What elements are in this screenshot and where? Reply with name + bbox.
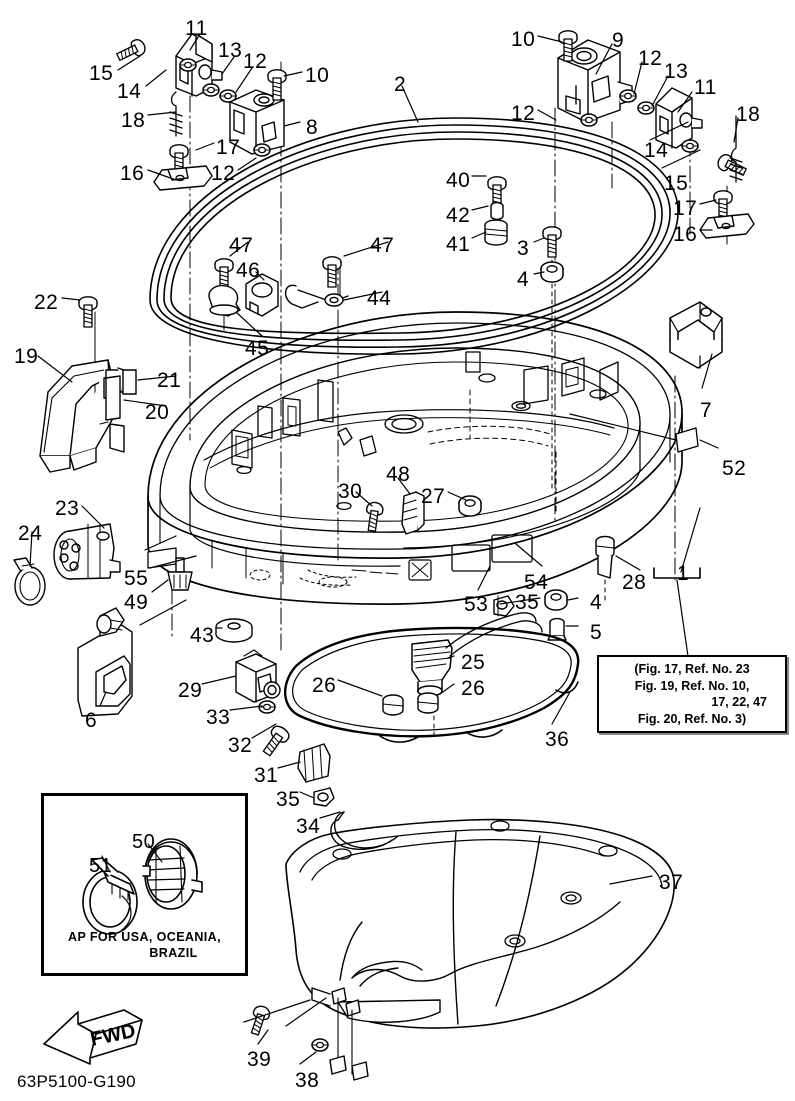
callout-32: 32 [228, 734, 253, 757]
callout-12: 12 [243, 50, 268, 73]
callout-24: 24 [18, 522, 43, 545]
callout-4: 4 [590, 591, 603, 614]
inset-callout-51: 51 [89, 855, 113, 877]
callout-15: 15 [664, 172, 689, 195]
callout-12: 12 [511, 102, 536, 125]
callout-14: 14 [644, 139, 669, 162]
callout-17: 17 [673, 197, 698, 220]
callout-38: 38 [295, 1069, 320, 1092]
callout-2: 2 [394, 73, 407, 96]
callout-39: 39 [247, 1048, 272, 1071]
reference-line-4: Fig. 20, Ref. No. 3) [637, 711, 747, 726]
inset-caption-line2: BRAZIL [149, 946, 198, 960]
callout-10: 10 [511, 28, 536, 51]
callout-8: 8 [306, 116, 319, 139]
inset-callout-50: 50 [132, 831, 156, 853]
callout-12: 12 [211, 162, 236, 185]
callout-18: 18 [121, 109, 146, 132]
inset-variant-box: AP FOR USA, OCEANIA, BRAZIL 50 51 [41, 793, 248, 976]
callout-20: 20 [145, 401, 170, 424]
callout-22: 22 [34, 291, 59, 314]
callout-11: 11 [694, 76, 717, 99]
callout-13: 13 [664, 60, 689, 83]
callout-26: 26 [461, 677, 486, 700]
callout-44: 44 [367, 287, 392, 310]
callout-34: 34 [296, 815, 321, 838]
callout-42: 42 [446, 204, 471, 227]
callout-18: 18 [736, 103, 761, 126]
fwd-direction-marker: FWD [43, 1009, 143, 1065]
callout-6: 6 [85, 709, 98, 732]
callout-55: 55 [124, 567, 149, 590]
reference-line-1: (Fig. 17, Ref. No. 23 [634, 662, 750, 676]
reference-note-box: (Fig. 17, Ref. No. 23 Fig. 19, Ref. No. … [597, 655, 787, 733]
callout-31: 31 [254, 764, 279, 787]
callout-35: 35 [515, 591, 540, 614]
callout-36: 36 [545, 728, 570, 751]
callout-41: 41 [446, 233, 471, 256]
callout-12: 12 [638, 47, 663, 70]
callout-14: 14 [117, 80, 142, 103]
callout-1: 1 [677, 562, 690, 585]
callout-43: 43 [190, 624, 215, 647]
sheet-id: 63P5100-G190 [17, 1072, 136, 1091]
callout-33: 33 [206, 706, 231, 729]
callout-25: 25 [461, 651, 486, 674]
callout-40: 40 [446, 169, 471, 192]
callout-48: 48 [386, 463, 411, 486]
reference-line-2: Fig. 19, Ref. No. 10, [634, 678, 750, 693]
callout-37: 37 [659, 871, 684, 894]
callout-13: 13 [218, 39, 243, 62]
callout-45: 45 [245, 337, 270, 360]
callout-23: 23 [55, 497, 80, 520]
callout-27: 27 [421, 485, 446, 508]
callout-16: 16 [673, 223, 698, 246]
callout-7: 7 [700, 399, 713, 422]
inset-caption-line1: AP FOR USA, OCEANIA, [68, 930, 221, 944]
callout-46: 46 [236, 259, 261, 282]
callout-3: 3 [517, 237, 530, 260]
callout-10: 10 [305, 64, 330, 87]
callout-47: 47 [370, 234, 395, 257]
callout-9: 9 [612, 29, 625, 52]
callout-28: 28 [622, 571, 647, 594]
callout-53: 53 [464, 593, 489, 616]
callout-19: 19 [14, 345, 39, 368]
callout-29: 29 [178, 679, 203, 702]
callout-16: 16 [120, 162, 145, 185]
callout-30: 30 [338, 480, 363, 503]
callout-21: 21 [157, 369, 182, 392]
callout-4: 4 [517, 268, 530, 291]
callout-54: 54 [524, 571, 549, 594]
callout-35: 35 [276, 788, 301, 811]
callout-47: 47 [229, 234, 254, 257]
inset-parts-artwork [82, 838, 203, 935]
callout-49: 49 [124, 591, 149, 614]
callout-26: 26 [312, 674, 337, 697]
callout-11: 11 [185, 17, 208, 40]
callout-52: 52 [722, 457, 747, 480]
callout-5: 5 [590, 621, 603, 644]
reference-line-3: 17, 22, 47 [711, 695, 767, 710]
callout-17: 17 [216, 136, 241, 159]
callout-15: 15 [89, 62, 114, 85]
